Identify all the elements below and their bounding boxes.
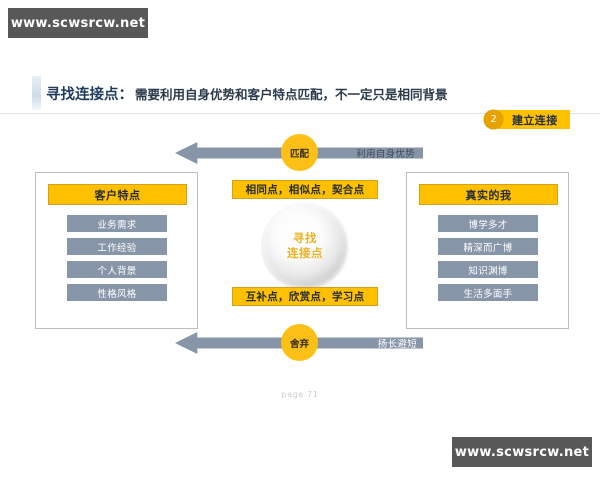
title-decoration-bar xyxy=(32,76,41,110)
panel-customer-traits-items: 业务需求 工作经验 个人背景 性格风格 xyxy=(67,215,167,301)
step-badge-number: 2 xyxy=(484,110,503,129)
list-item: 博学多才 xyxy=(438,215,538,232)
panel-true-self-header: 真实的我 xyxy=(419,184,558,205)
page-title: 寻找连接点：需要利用自身优势和客户特点匹配，不一定只是相同背景 xyxy=(46,86,448,103)
center-bar-complements: 互补点，欣赏点，学习点 xyxy=(232,287,378,306)
center-circle-connection-point: 寻找 连接点 xyxy=(263,204,347,288)
list-item: 生活多面手 xyxy=(438,284,538,301)
page-number: page 71 xyxy=(281,390,319,399)
page-title-main: 寻找连接点： xyxy=(46,87,133,103)
list-item: 业务需求 xyxy=(67,215,167,232)
center-circle-line-2: 连接点 xyxy=(287,246,323,260)
panel-customer-traits: 客户特点 业务需求 工作经验 个人背景 性格风格 xyxy=(35,172,198,329)
watermark-top: www.scwsrcw.net xyxy=(8,8,148,38)
list-item: 知识渊博 xyxy=(438,261,538,278)
step-badge: 2 建立连接 xyxy=(484,110,570,129)
list-item: 精深而广博 xyxy=(438,238,538,255)
page-title-subtitle: 需要利用自身优势和客户特点匹配，不一定只是相同背景 xyxy=(135,87,448,102)
step-badge-label: 建立连接 xyxy=(498,110,570,129)
panel-true-self-items: 博学多才 精深而广博 知识渊博 生活多面手 xyxy=(438,215,538,301)
list-item: 个人背景 xyxy=(67,261,167,278)
panel-true-self: 真实的我 博学多才 精深而广博 知识渊博 生活多面手 xyxy=(406,172,569,329)
title-divider xyxy=(0,113,600,114)
center-bar-commonalities: 相同点，相似点，契合点 xyxy=(232,180,378,199)
arrow-match: 利用自身优势 匹配 xyxy=(175,134,423,171)
arrow-discard: 扬长避短 舍弃 xyxy=(175,324,423,361)
arrow-match-node: 匹配 xyxy=(281,134,318,171)
panel-customer-traits-header: 客户特点 xyxy=(48,184,187,205)
list-item: 工作经验 xyxy=(67,238,167,255)
center-circle-line-1: 寻找 xyxy=(293,231,317,245)
list-item: 性格风格 xyxy=(67,284,167,301)
watermark-bottom: www.scwsrcw.net xyxy=(452,437,592,467)
arrow-discard-node: 舍弃 xyxy=(281,324,318,361)
arrow-discard-label: 扬长避短 xyxy=(377,339,417,350)
arrow-match-label: 利用自身优势 xyxy=(356,149,415,160)
